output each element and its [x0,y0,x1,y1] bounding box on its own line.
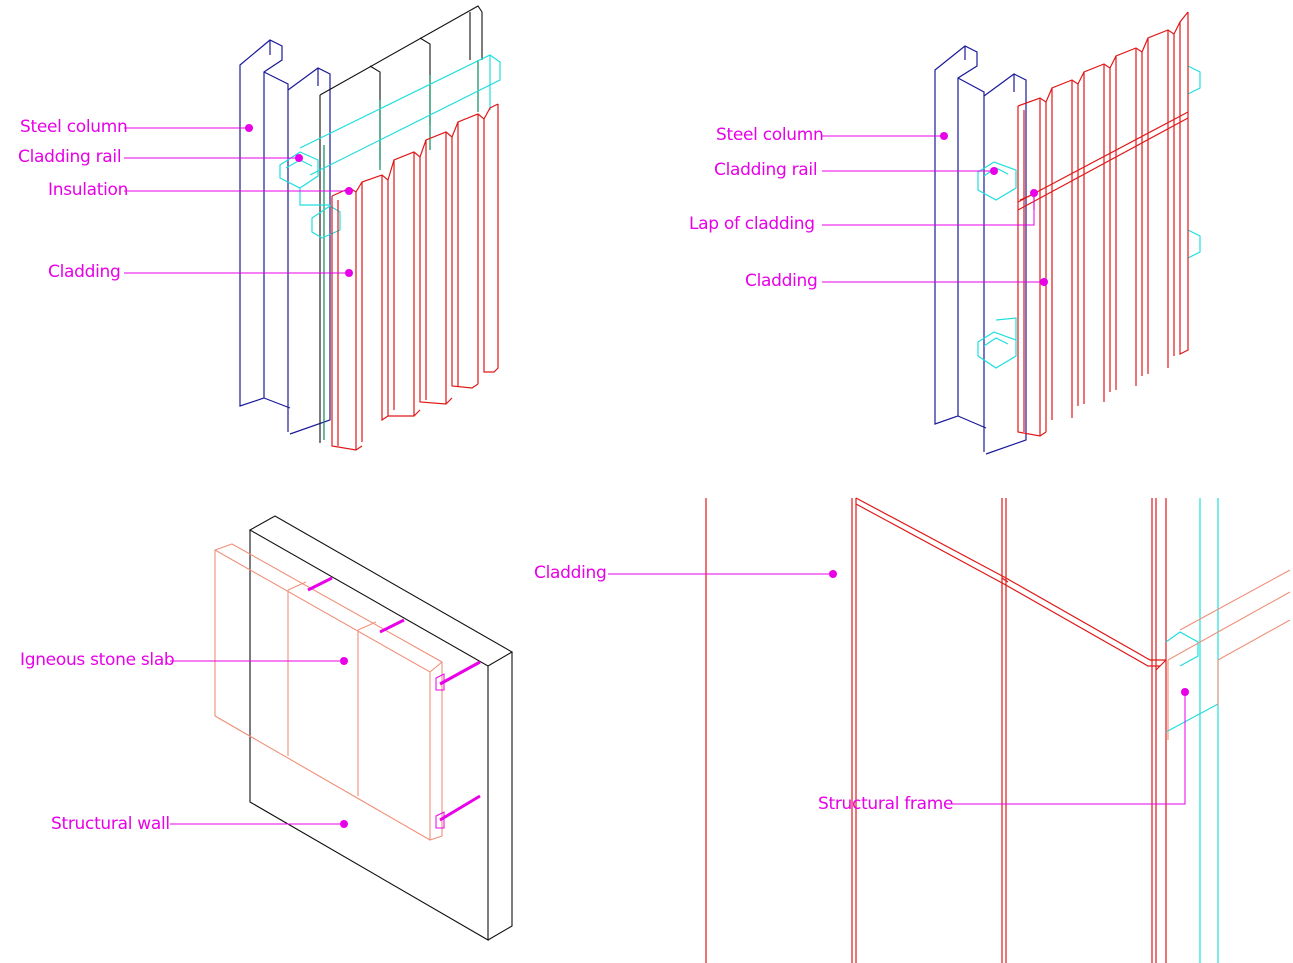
steel-column-tl [239,39,331,435]
label-cladding-br: Cladding [534,563,606,583]
steel-column-tr [934,45,1027,455]
structural-wall-bl [248,515,514,941]
label-lap-of-cladding-tr: Lap of cladding [689,214,815,234]
cladding-tr [1017,11,1189,437]
insulation-tl [323,60,479,440]
label-cladding-tr: Cladding [745,271,817,291]
panel-bottom-left: Igneous stone slab Structural wall [20,515,514,941]
label-insulation-tl: Insulation [48,180,128,200]
cladding-rail-tl [279,54,501,239]
label-igneous-stone-slab: Igneous stone slab [20,650,174,670]
fixings-bl [307,576,481,829]
label-cladding-tl: Cladding [48,262,120,282]
annotations-br: Cladding Structural frame [534,563,1189,814]
cladding-rail-tr [977,65,1201,369]
annotations-bl: Igneous stone slab Structural wall [20,650,348,834]
label-steel-column-tl: Steel column [20,117,127,137]
stone-slabs-bl [214,543,443,841]
structural-frame-br [1165,498,1291,963]
label-structural-frame: Structural frame [818,794,953,814]
label-cladding-rail-tr: Cladding rail [714,160,817,180]
label-cladding-rail-tl: Cladding rail [18,147,121,167]
annotations-tl: Steel column Cladding rail Insulation Cl… [18,117,353,282]
back-frame-tl [319,5,483,443]
panel-top-right: Steel column Cladding rail Lap of claddi… [689,11,1201,455]
panel-top-left: Steel column Cladding rail Insulation Cl… [18,5,501,451]
panel-bottom-right: Cladding Structural frame [534,497,1291,963]
cladding-tl [331,103,499,451]
annotations-tr: Steel column Cladding rail Lap of claddi… [689,125,1048,291]
label-steel-column-tr: Steel column [716,125,823,145]
cladding-panels-br [705,497,1167,963]
label-structural-wall: Structural wall [51,814,170,834]
